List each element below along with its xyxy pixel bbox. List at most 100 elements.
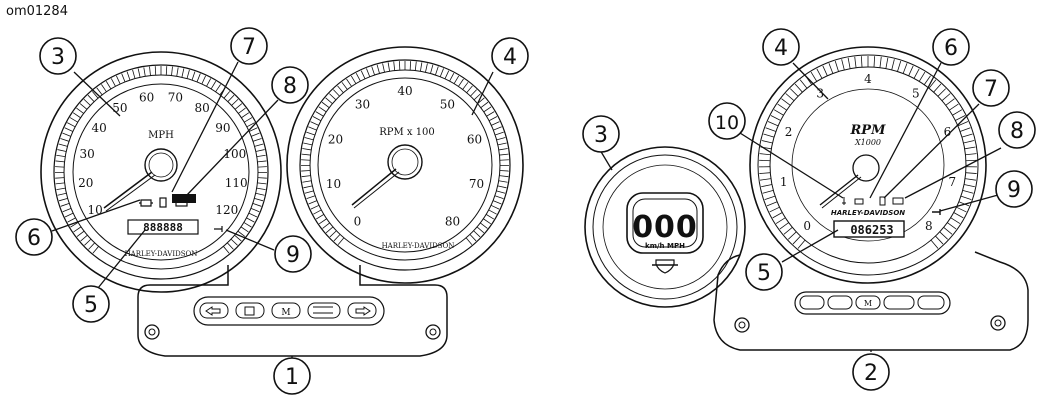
gauge-tick bbox=[794, 83, 803, 93]
gauge-tick bbox=[79, 103, 88, 110]
gauge-tick bbox=[333, 234, 341, 242]
gauge-tick bbox=[62, 207, 72, 213]
gauge-tick bbox=[310, 204, 320, 210]
svg-text:9: 9 bbox=[1007, 178, 1021, 203]
gauge-tick bbox=[62, 132, 71, 137]
gauge-tick bbox=[414, 61, 417, 71]
gauge-tick bbox=[121, 73, 126, 83]
scale-label: 80 bbox=[194, 101, 209, 115]
gauge-tick bbox=[964, 178, 976, 181]
gauge-tick bbox=[250, 207, 260, 213]
gauge-tick bbox=[246, 217, 255, 223]
gauge-tick bbox=[458, 78, 464, 87]
gauge-tick bbox=[965, 172, 977, 174]
gauge-tick bbox=[92, 246, 99, 254]
svg-text:3: 3 bbox=[594, 123, 608, 148]
tachometer-unit: RPM x 100 bbox=[379, 127, 435, 138]
gauge-tick bbox=[773, 109, 784, 116]
gauge-tick bbox=[306, 131, 316, 136]
gauge-tick bbox=[64, 212, 74, 218]
gauge-tick bbox=[956, 206, 967, 213]
gauge-tick bbox=[308, 200, 318, 205]
speedometer-odometer-display bbox=[127, 219, 199, 235]
gauge-tick bbox=[322, 222, 330, 229]
gauge-tick bbox=[435, 66, 439, 76]
scale-label: 6 bbox=[944, 125, 952, 139]
gauge-tick bbox=[252, 203, 262, 207]
gauge-tick bbox=[313, 209, 322, 215]
left-mount-bracket: M bbox=[137, 265, 448, 357]
svg-text:4: 4 bbox=[774, 36, 788, 61]
gauge-tick bbox=[393, 61, 396, 71]
gauge-tick bbox=[88, 242, 96, 250]
key-icon bbox=[932, 209, 941, 215]
gauge-tick bbox=[486, 111, 495, 117]
gauge-tick bbox=[325, 226, 334, 234]
gauge-tick bbox=[834, 60, 839, 72]
scale-label: 30 bbox=[355, 97, 370, 111]
gauge-tick bbox=[799, 79, 808, 89]
gauge-tick bbox=[480, 222, 488, 229]
scale-label: 20 bbox=[328, 133, 343, 147]
gauge-tick bbox=[488, 116, 498, 122]
digital-tach-tick-ring bbox=[759, 56, 977, 249]
gauge-tick bbox=[57, 149, 67, 152]
gauge-tick bbox=[243, 222, 252, 228]
callout-2: 2 bbox=[852, 353, 890, 391]
gauge-tick bbox=[76, 230, 85, 237]
gauge-tick bbox=[387, 62, 390, 72]
gauge-tick bbox=[913, 68, 920, 79]
gauge-tick bbox=[302, 148, 312, 151]
gauge-tick bbox=[201, 75, 206, 85]
tachometer-tick-ring bbox=[300, 61, 510, 245]
gauge-tick bbox=[491, 121, 500, 126]
gauge-tick bbox=[943, 227, 953, 235]
scale-label: 8 bbox=[925, 219, 933, 233]
gauge-tick bbox=[303, 142, 313, 146]
gauge-tick bbox=[116, 75, 121, 85]
gauge-tick bbox=[256, 154, 266, 158]
gauge-tick bbox=[186, 69, 190, 79]
speedometer-brand: HARLEY-DAVIDSON bbox=[125, 250, 198, 258]
gauge-tick bbox=[60, 138, 70, 142]
callout-9-right: 9 bbox=[995, 170, 1033, 208]
gauge-tick bbox=[376, 64, 380, 74]
gauge-tick bbox=[476, 226, 485, 234]
gauge-tick bbox=[337, 85, 344, 93]
gauge-tick bbox=[301, 170, 311, 172]
gauge-tick bbox=[55, 182, 65, 185]
gauge-tick bbox=[171, 66, 173, 76]
gauge-tick bbox=[191, 71, 196, 81]
scale-label: 20 bbox=[78, 176, 93, 190]
gauge-tick bbox=[772, 212, 783, 219]
gauge-tick bbox=[841, 59, 845, 71]
gauge-tick bbox=[933, 83, 942, 93]
gauge-tick bbox=[257, 182, 267, 185]
gauge-tick bbox=[303, 185, 313, 189]
scale-label: 80 bbox=[445, 215, 460, 229]
gauge-tick bbox=[425, 63, 428, 73]
gauge-tick bbox=[935, 235, 944, 245]
svg-text:1: 1 bbox=[285, 365, 299, 390]
gauge-tick bbox=[67, 122, 76, 128]
gauge-tick bbox=[949, 103, 959, 111]
gauge-tick bbox=[57, 192, 67, 196]
gauge-tick bbox=[73, 226, 82, 233]
svg-text:M: M bbox=[281, 308, 290, 318]
callout-8-left: 8 bbox=[271, 66, 309, 104]
gauge-tick bbox=[58, 143, 68, 147]
gauge-tick bbox=[828, 63, 834, 74]
gauge-tick bbox=[770, 115, 781, 121]
gauge-tick bbox=[499, 175, 509, 178]
digital-odometer-display bbox=[833, 220, 905, 238]
gauge-tick bbox=[947, 222, 957, 230]
scale-label: 110 bbox=[225, 176, 248, 190]
gauge-tick bbox=[444, 70, 450, 79]
gauge-tick bbox=[56, 187, 66, 190]
gauge-tick bbox=[937, 88, 947, 97]
callout-3-left: 3 bbox=[39, 37, 77, 75]
